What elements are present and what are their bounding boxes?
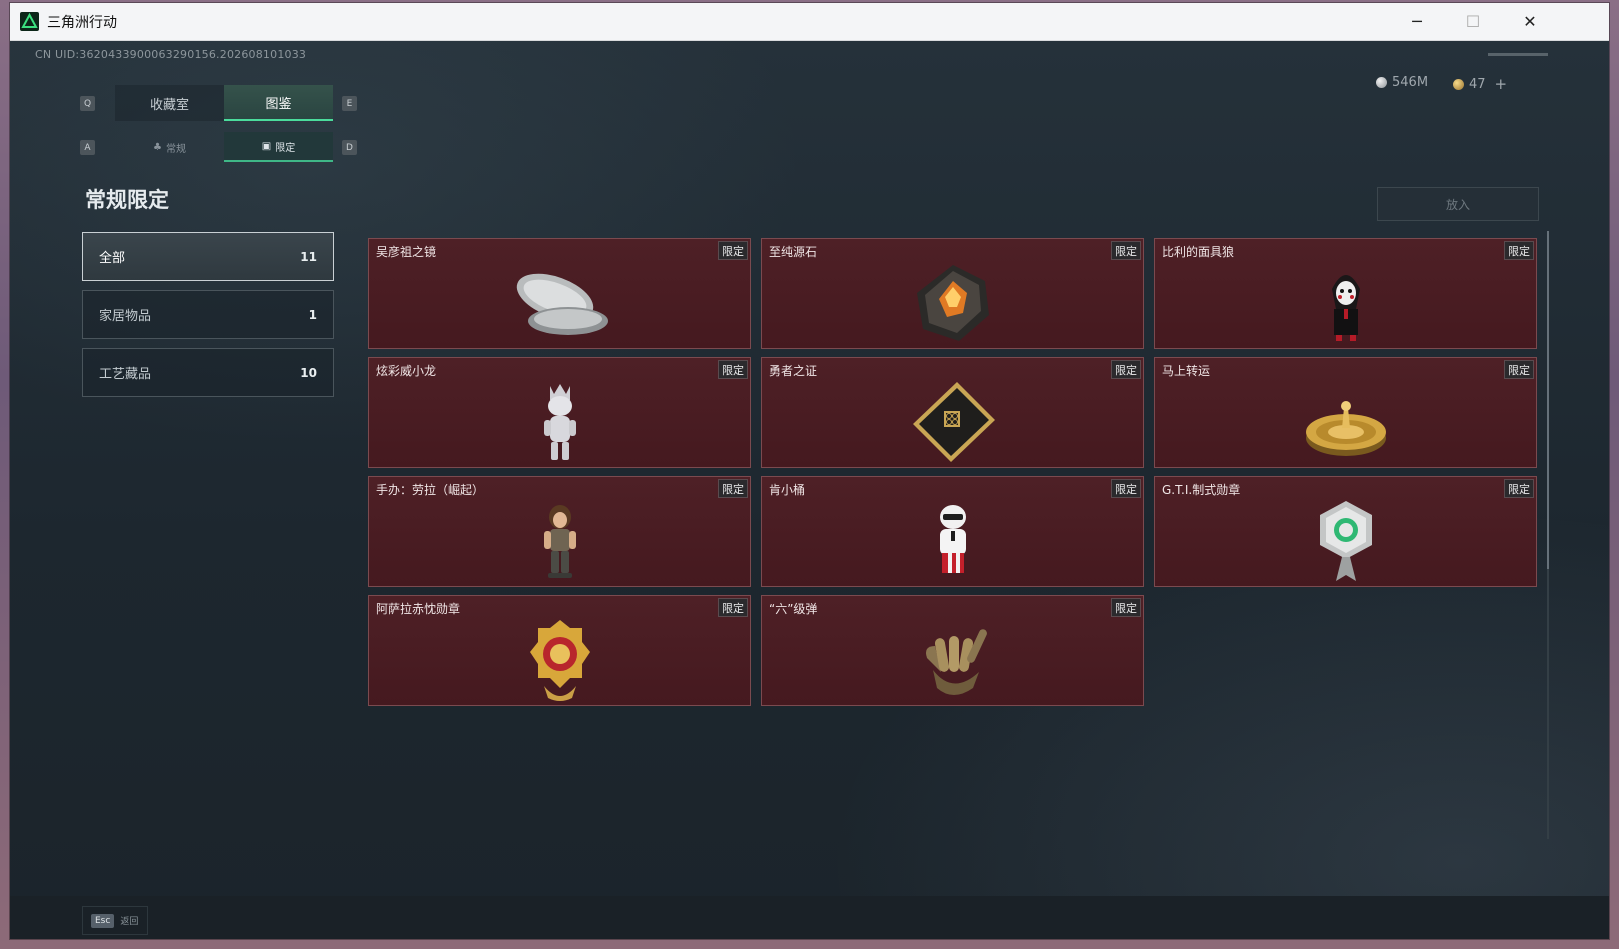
key-hint-a: A: [80, 140, 95, 155]
limited-badge: 限定: [1504, 241, 1534, 260]
category-count: 11: [300, 249, 317, 264]
put-in-button[interactable]: 放入: [1377, 187, 1539, 221]
title-bar: 三角洲行动 ─ ☐ ✕: [10, 3, 1609, 41]
billy-puppet-icon: [1331, 275, 1360, 341]
item-name: G.T.I.制式勋章: [1162, 483, 1241, 497]
back-label: 返回: [120, 917, 139, 927]
item-name: 肯小桶: [769, 483, 806, 497]
item-card[interactable]: 炫彩威小龙 限定: [368, 357, 751, 468]
key-hint-d: D: [342, 140, 357, 155]
category-count: 1: [308, 307, 317, 322]
delta-force-logo-icon: [20, 12, 39, 31]
category-count: 10: [300, 365, 317, 380]
category-label: 全部: [99, 251, 126, 266]
mirror-compact-icon: [516, 273, 608, 335]
category-crafts[interactable]: 工艺藏品 10: [82, 348, 334, 397]
item-name: 吴彦祖之镜: [376, 245, 437, 259]
bullet-hand-icon: [925, 629, 987, 695]
item-card[interactable]: 至纯源石 限定: [761, 238, 1144, 349]
main-tabs: 收藏室 图鉴: [115, 85, 333, 121]
golden-wheel-icon: [1305, 401, 1386, 456]
dragon-figure-icon: [543, 384, 576, 460]
close-button[interactable]: ✕: [1523, 12, 1537, 31]
limited-badge: 限定: [1504, 360, 1534, 379]
item-name: 阿萨拉赤忱勋章: [376, 602, 461, 616]
limited-badge: 限定: [718, 598, 748, 617]
limited-badge: 限定: [718, 241, 748, 260]
page-title: 常规限定: [85, 188, 169, 212]
tab-codex[interactable]: 图鉴: [224, 85, 333, 121]
item-card[interactable]: 马上转运 限定: [1154, 357, 1537, 468]
game-window: 三角洲行动 ─ ☐ ✕ CN UID:3620433900063290156.2…: [10, 3, 1609, 939]
item-card[interactable]: 肯小桶 限定: [761, 476, 1144, 587]
limited-badge: 限定: [1504, 479, 1534, 498]
back-button[interactable]: Esc 返回: [82, 906, 148, 935]
limited-badge: 限定: [1111, 360, 1141, 379]
item-card[interactable]: 阿萨拉赤忱勋章 限定: [368, 595, 751, 706]
item-name: “六”级弹: [769, 602, 818, 616]
item-name: 炫彩威小龙: [376, 364, 437, 378]
uid-text: CN UID:3620433900063290156.202608101033: [35, 48, 307, 61]
sub-tabs: ♣ 常规 ▣ 限定: [115, 132, 333, 162]
add-currency-button[interactable]: +: [1494, 75, 1508, 93]
window-title: 三角洲行动: [47, 15, 117, 31]
item-card[interactable]: 吴彦祖之镜 限定: [368, 238, 751, 349]
item-card[interactable]: 比利的面具狼 限定: [1154, 238, 1537, 349]
item-card[interactable]: 手办：劳拉（崛起） 限定: [368, 476, 751, 587]
bottom-bar: Esc 返回: [10, 896, 1609, 939]
subtab-regular-label: 常规: [165, 143, 186, 155]
item-name: 马上转运: [1162, 364, 1211, 378]
currency-silver: 546M: [1376, 75, 1428, 90]
limited-badge: 限定: [718, 479, 748, 498]
maximize-button[interactable]: ☐: [1465, 12, 1481, 31]
limited-badge: 限定: [718, 360, 748, 379]
silver-amount: 546M: [1392, 75, 1429, 90]
currency-gold: 47 +: [1453, 75, 1507, 93]
silver-coin-icon: [1376, 77, 1387, 88]
item-name: 比利的面具狼: [1162, 245, 1235, 259]
item-name: 勇者之证: [769, 364, 818, 378]
minimize-button[interactable]: ─: [1412, 12, 1422, 31]
gold-coin-icon: [1453, 78, 1464, 90]
limited-badge: 限定: [1111, 598, 1141, 617]
key-hint-q: Q: [80, 96, 95, 111]
image-icon: ▣: [261, 140, 272, 152]
gti-medal-icon: [1319, 501, 1372, 581]
item-card[interactable]: “六”级弹 限定: [761, 595, 1144, 706]
item-card[interactable]: G.T.I.制式勋章 限定: [1154, 476, 1537, 587]
scrollbar-thumb[interactable]: [1547, 231, 1549, 569]
flame-icon: ♣: [153, 141, 162, 153]
colonel-figure-icon: [939, 505, 966, 573]
lara-figure-icon: [543, 505, 576, 578]
category-home-items[interactable]: 家居物品 1: [82, 290, 334, 339]
gold-medal-icon: [529, 620, 590, 701]
gold-amount: 47: [1469, 76, 1486, 92]
limited-badge: 限定: [1111, 479, 1141, 498]
tab-collection-room[interactable]: 收藏室: [115, 85, 224, 121]
limited-badge: 限定: [1111, 241, 1141, 260]
category-label: 家居物品: [99, 309, 152, 324]
card-plaque-icon: [912, 382, 995, 462]
category-label: 工艺藏品: [99, 367, 152, 382]
item-name: 手办：劳拉（崛起）: [376, 483, 485, 497]
subtab-regular[interactable]: ♣ 常规: [115, 132, 224, 162]
item-name: 至纯源石: [769, 245, 818, 259]
subtab-limited[interactable]: ▣ 限定: [224, 132, 333, 162]
subtab-limited-label: 限定: [275, 142, 296, 154]
crystal-stone-icon: [916, 265, 989, 341]
main-content: CN UID:3620433900063290156.202608101033 …: [10, 41, 1609, 939]
top-divider: [1488, 53, 1548, 56]
key-hint-e: E: [342, 96, 357, 111]
category-all[interactable]: 全部 11: [82, 232, 334, 281]
esc-key-hint: Esc: [91, 913, 115, 928]
item-card[interactable]: 勇者之证 限定: [761, 357, 1144, 468]
